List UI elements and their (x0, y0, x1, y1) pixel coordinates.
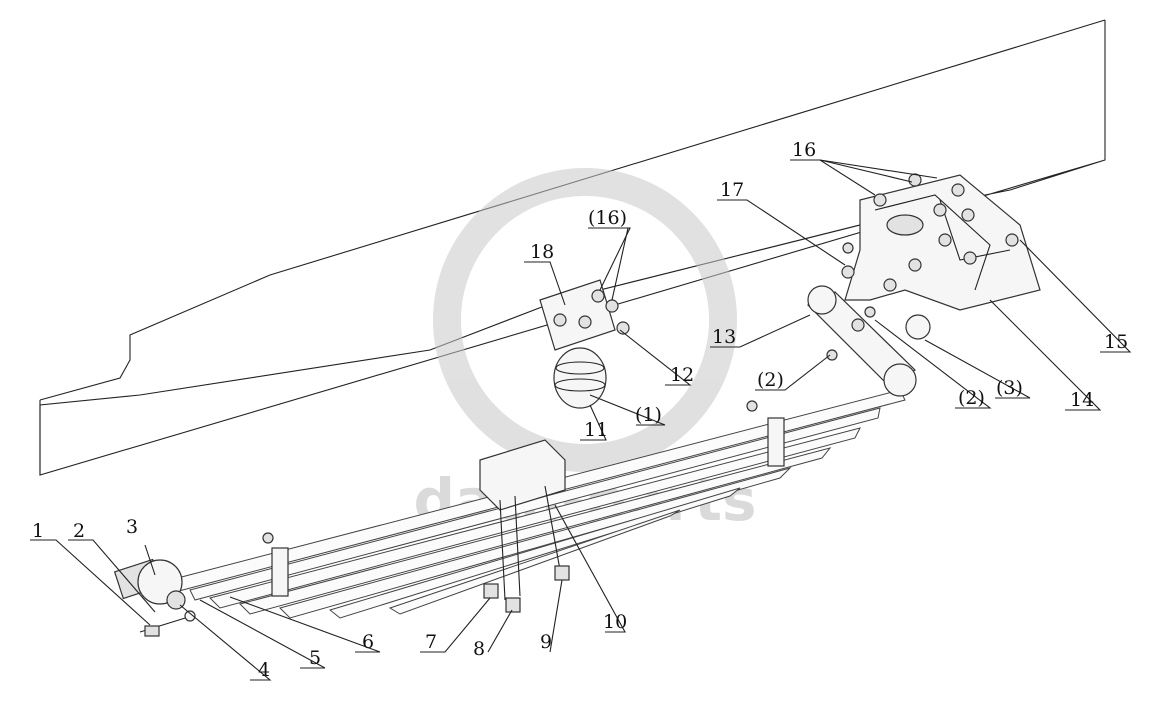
bump-stop-assembly (539, 279, 630, 409)
callout-2: 2 (73, 520, 85, 542)
leaf-spring (169, 389, 906, 619)
watermark-logo (433, 168, 737, 472)
rear-hanger-bracket (841, 173, 1041, 311)
callout-7: 7 (425, 631, 437, 653)
callout-6: 6 (362, 631, 374, 653)
callout-17: 17 (720, 179, 744, 201)
callout-2-paren-right: (2) (958, 387, 985, 409)
callout-18: 18 (530, 241, 554, 263)
callout-5: 5 (309, 647, 321, 669)
callout-3: 3 (126, 516, 138, 538)
callout-13: 13 (712, 326, 736, 348)
callout-16-paren: (16) (588, 207, 627, 229)
callout-2-paren-left: (2) (757, 369, 784, 391)
callout-11: 11 (584, 419, 608, 441)
callout-1-paren: (1) (635, 404, 662, 426)
callout-1: 1 (32, 520, 44, 542)
callout-14: 14 (1070, 389, 1094, 411)
frame-rail (39, 19, 1106, 476)
callout-9: 9 (540, 631, 552, 653)
callout-16: 16 (792, 139, 816, 161)
callout-8: 8 (473, 638, 485, 660)
spring-clips (262, 400, 785, 597)
rear-shackle (806, 285, 931, 397)
leader-lines (30, 159, 1132, 681)
callout-10: 10 (603, 611, 627, 633)
callout-labels: 1 2 3 4 5 6 7 8 9 10 11 12 13 14 15 16 1… (32, 139, 1128, 681)
callout-3-paren: (3) (996, 377, 1023, 399)
front-eye-assembly (113, 558, 196, 637)
callout-12: 12 (670, 364, 694, 386)
center-saddle (479, 439, 570, 613)
callout-4: 4 (258, 659, 270, 681)
callout-15: 15 (1104, 331, 1128, 353)
